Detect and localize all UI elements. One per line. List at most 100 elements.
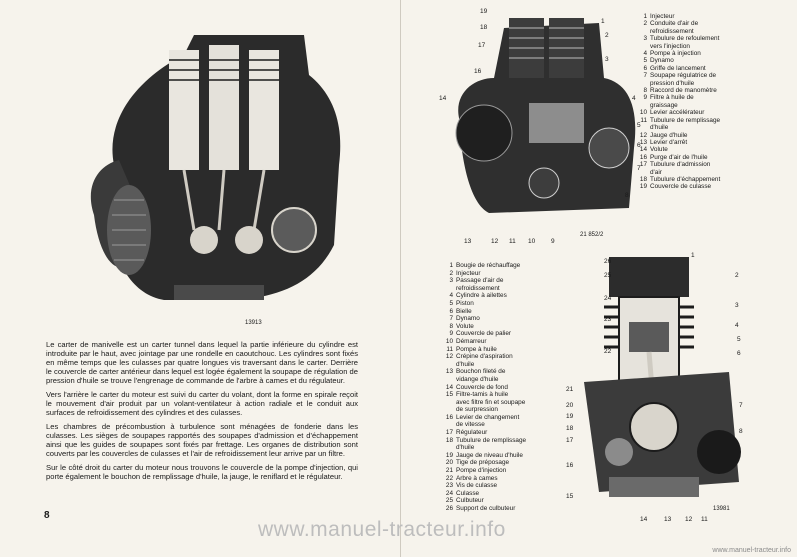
paragraph: Le carter de manivelle est un carter tun… xyxy=(46,340,358,385)
callout-label: 22 xyxy=(604,348,612,355)
callout-label: 11 xyxy=(701,516,708,523)
callout-label: 5 xyxy=(737,336,741,343)
callout-label: 4 xyxy=(735,322,739,329)
callout-label: 2 xyxy=(605,32,609,39)
callout-label: 3 xyxy=(605,56,609,63)
callout-label: 12 xyxy=(491,238,499,245)
callout-label: 5 xyxy=(637,122,641,129)
paragraph: Sur le côté droit du carter du moteur no… xyxy=(46,463,358,481)
callout-label: 25 xyxy=(604,272,612,279)
paragraph: Vers l'arrière le carter du moteur est s… xyxy=(46,390,358,417)
engine-cutaway-illustration xyxy=(90,35,341,300)
callout-label: 21 xyxy=(566,386,574,393)
top-figure-code: 21 852/2 xyxy=(580,232,604,238)
callout-label: 26 xyxy=(604,258,612,265)
left-page: 13913 Le carter de manivelle est un cart… xyxy=(44,35,358,521)
corner-url: www.manuel-tracteur.info xyxy=(712,547,791,554)
callout-label: 24 xyxy=(604,295,612,302)
callout-label: 16 xyxy=(566,462,574,469)
callout-label: 2 xyxy=(735,272,739,279)
left-figure-code: 13913 xyxy=(245,320,262,326)
callout-label: 23 xyxy=(604,316,612,323)
watermark-text: www.manuel-tracteur.info xyxy=(258,518,506,541)
engine-exterior-illustration xyxy=(455,18,636,213)
callout-label: 14 xyxy=(439,95,447,102)
callout-label: 20 xyxy=(566,402,574,409)
callout-label: 15 xyxy=(566,493,574,500)
callout-label: 12 xyxy=(685,516,693,523)
callout-label: 13 xyxy=(464,238,472,245)
paragraph: Les chambres de précombustion à turbulen… xyxy=(46,422,358,458)
callout-label: 13 xyxy=(664,516,672,523)
callout-label: 19 xyxy=(566,413,574,420)
callout-label: 4 xyxy=(632,95,636,102)
bottom-figure-code: 13981 xyxy=(713,506,730,512)
callout-label: 18 xyxy=(480,24,488,31)
callout-label: 9 xyxy=(551,238,555,245)
callout-label: 1 xyxy=(601,18,605,25)
callout-label: 10 xyxy=(528,238,536,245)
callout-label: 7 xyxy=(739,402,743,409)
callout-label: 19 xyxy=(480,8,488,15)
callout-label: 11 xyxy=(509,238,516,245)
right-page: 19 18 17 16 14 1 2 3 4 5 6 7 8 13 12 11 … xyxy=(400,0,797,557)
callout-label: 8 xyxy=(739,428,743,435)
callout-label: 3 xyxy=(735,302,739,309)
callout-label: 18 xyxy=(566,425,574,432)
callout-label: 17 xyxy=(478,42,486,49)
callout-label: 7 xyxy=(637,165,641,172)
callout-label: 14 xyxy=(640,516,648,523)
callout-label: 17 xyxy=(566,437,574,444)
engine-section-illustration xyxy=(584,257,741,497)
callout-label: 6 xyxy=(637,142,641,149)
callout-label: 6 xyxy=(737,350,741,357)
callout-label: 8 xyxy=(625,192,629,199)
callout-label: 16 xyxy=(474,68,482,75)
